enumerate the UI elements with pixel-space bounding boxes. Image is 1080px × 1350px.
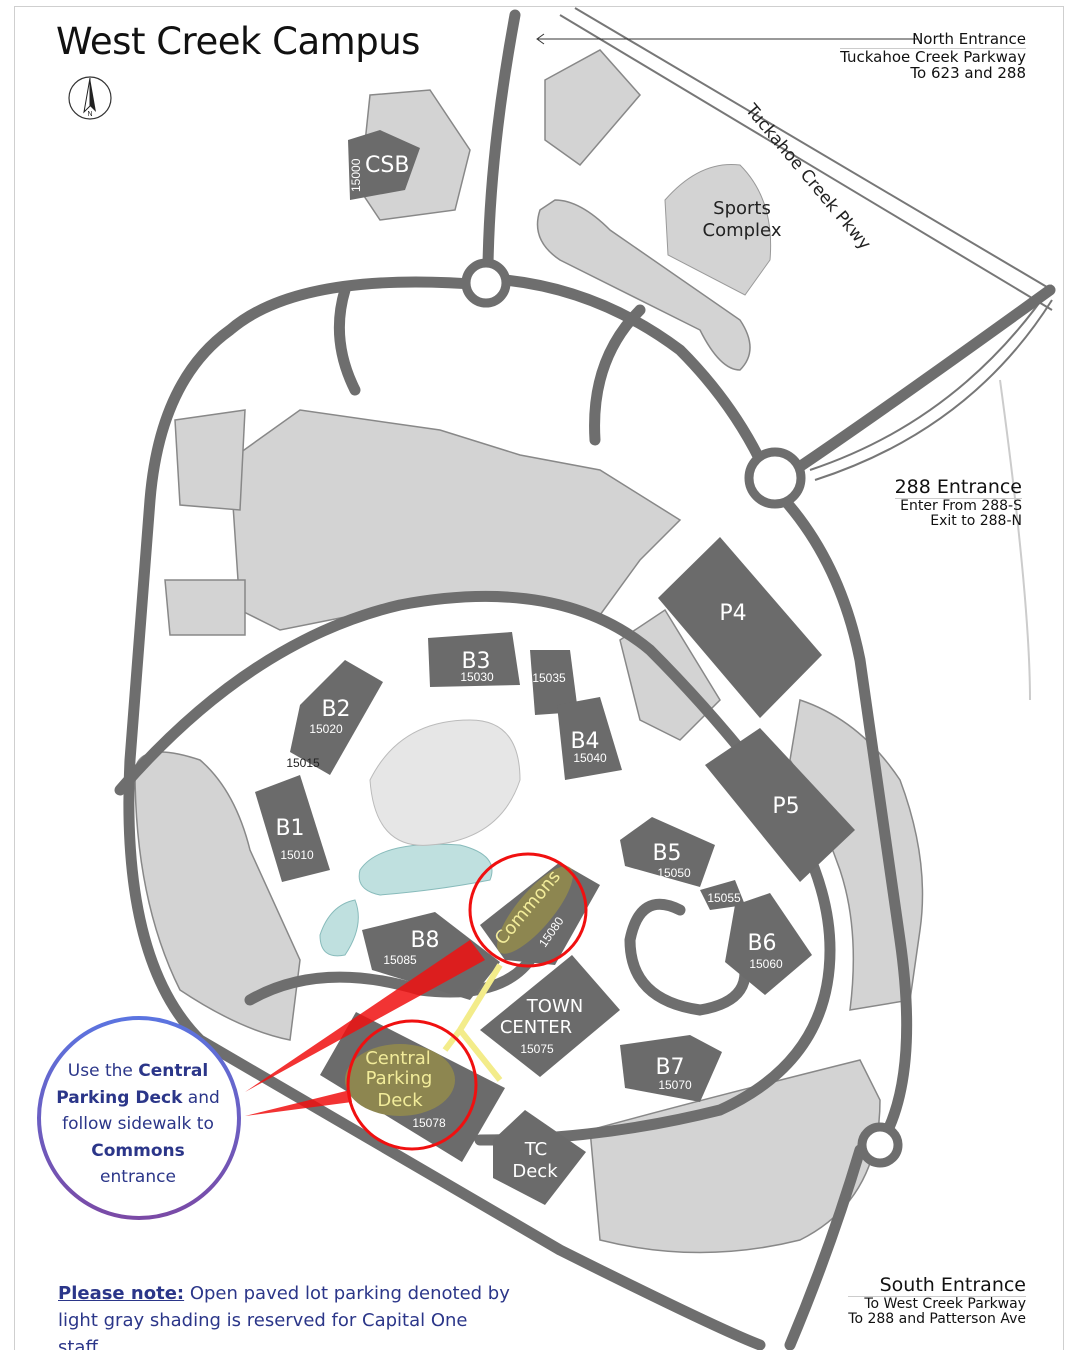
building-number-15055: 15055 [707, 891, 741, 905]
building-label-p4: P4 [719, 601, 746, 626]
building-label-csb: CSB [365, 153, 409, 178]
map-frame [14, 6, 1064, 1350]
callout-circle [37, 1016, 241, 1220]
entrance-288-info: 288 Entrance Enter From 288-S Exit to 28… [894, 476, 1022, 530]
building-number-b1: 15010 [280, 848, 314, 862]
commons-highlight [497, 866, 573, 954]
sports-complex-label-1: Sports [713, 198, 771, 219]
building-label-b1: B1 [275, 816, 304, 841]
note-text: Open paved lot parking denoted by light … [58, 1283, 510, 1350]
building-number-15015: 15015 [286, 756, 320, 770]
building-number-b6: 15060 [749, 957, 783, 971]
callout-text: and [182, 1087, 220, 1108]
building-label-b8: B8 [410, 928, 439, 953]
tc-deck-label-2: Deck [512, 1161, 558, 1182]
town-center-label-2: CENTER [500, 1017, 572, 1038]
town-center-label-1: TOWN [526, 996, 583, 1017]
building-label-b3: B3 [461, 649, 490, 674]
building-number-15035: 15035 [532, 671, 566, 685]
building-number-csb: 15000 [349, 158, 363, 192]
parking-instructions-callout: Use the Central Parking Deck and follow … [48, 1058, 228, 1191]
entrance-288-heading: 288 Entrance [894, 476, 1022, 498]
central-deck-label-1: Central [365, 1048, 431, 1069]
building-number-b4: 15040 [573, 751, 607, 765]
callout-text: Use the [67, 1061, 139, 1081]
deck-highlight [345, 1044, 455, 1116]
central-deck-label-3: Deck [377, 1090, 423, 1111]
note-label: Please note: [58, 1283, 185, 1304]
north-entrance-info: North Entrance Tuckahoe Creek Parkway To… [840, 31, 1026, 82]
roundabouts [461, 258, 903, 1168]
north-entrance-line: Tuckahoe Creek Parkway [840, 47, 1026, 66]
building-number-b5: 15050 [657, 866, 691, 880]
entrance-288-line: Enter From 288-S [894, 497, 1022, 514]
entrance-288-line: Exit to 288-N [930, 513, 1022, 530]
south-entrance-line: To West Creek Parkway [848, 1295, 1026, 1312]
north-entrance-arrow [536, 33, 918, 45]
building-label-b4: B4 [570, 729, 599, 754]
building-number-central-deck: 15078 [412, 1116, 446, 1130]
north-entrance-heading: North Entrance [912, 30, 1026, 48]
building-number-b3: 15030 [460, 670, 494, 684]
compass-icon: N [68, 76, 112, 120]
building-label-p5: P5 [772, 794, 799, 819]
callout-bold: Parking Deck [56, 1087, 183, 1108]
callout-bold: Commons [91, 1140, 185, 1161]
map-title: West Creek Campus [56, 20, 420, 63]
highway [559, 7, 1053, 701]
building-label-b6: B6 [747, 931, 776, 956]
building-label-b7: B7 [655, 1055, 684, 1080]
deck-red-circle [346, 1019, 478, 1151]
tc-deck-label-1: TC [524, 1139, 548, 1160]
building-number-town-center: 15075 [520, 1042, 554, 1056]
compass-label: N [87, 111, 92, 118]
sidewalk-route [442, 963, 503, 1082]
building-label-b5: B5 [652, 841, 681, 866]
pond [319, 843, 493, 957]
south-entrance-line: To 288 and Patterson Ave [848, 1311, 1026, 1328]
parking-note: Please note: Open paved lot parking deno… [58, 1280, 518, 1350]
buildings [255, 130, 855, 1205]
building-number-b7: 15070 [658, 1078, 692, 1092]
south-entrance-heading: South Entrance [879, 1274, 1026, 1296]
sports-complex-label-2: Complex [703, 220, 782, 241]
building-label-b2: B2 [321, 697, 350, 722]
callout-text: entrance [100, 1167, 176, 1187]
red-pointers [245, 940, 485, 1116]
building-number-b2: 15020 [309, 722, 343, 736]
south-entrance-info: South Entrance To West Creek Parkway To … [848, 1275, 1026, 1328]
callout-bold: Central [138, 1061, 209, 1081]
central-deck-label-2: Parking [366, 1068, 433, 1089]
commons-red-circle [468, 852, 588, 968]
callout-text: follow sidewalk to [62, 1114, 214, 1134]
landscaped-area [369, 719, 521, 846]
north-entrance-line: To 623 and 288 [910, 64, 1026, 82]
building-number-b8: 15085 [383, 953, 417, 967]
